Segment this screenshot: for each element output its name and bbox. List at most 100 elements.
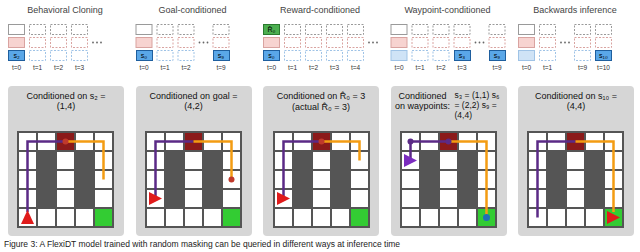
time-step-label: t=2	[429, 64, 454, 71]
panel-text: (actual R̂₀ = 3)	[292, 102, 350, 112]
query-panel: Conditioned on goal = (4,2)	[136, 86, 252, 236]
ellipsis-dot	[203, 42, 205, 44]
time-step-label: t=1	[153, 64, 178, 71]
token-label: s₉	[218, 52, 224, 59]
ellipsis-dot	[564, 42, 566, 44]
token-slot	[213, 25, 229, 35]
token-slot	[51, 38, 67, 48]
token-slot	[178, 38, 194, 48]
token-slot	[178, 25, 194, 35]
time-step-label: t=0	[387, 64, 412, 71]
token-slot	[596, 38, 612, 48]
ellipsis-dot	[568, 42, 570, 44]
time-step-label: t=2	[46, 64, 71, 71]
time-step-label: t=0	[132, 64, 157, 71]
panel-text: Conditioned on R̂₀ = 3	[277, 91, 366, 101]
column-title: Reward-conditioned	[257, 5, 383, 15]
ellipsis-dot	[368, 42, 370, 44]
token-slot	[575, 38, 591, 48]
time-step-label: t=2	[301, 64, 326, 71]
time-step-label: t=0	[514, 64, 539, 71]
ellipsis-dot	[199, 42, 201, 44]
token-slot	[9, 25, 25, 35]
token-slot	[157, 25, 173, 35]
token-slot	[412, 38, 428, 48]
query-panel: Conditioned on R̂₀ = 3(actual R̂₀ = 3)	[263, 86, 379, 236]
time-step-label: t=4	[343, 64, 368, 71]
token-box: R̂₀	[263, 24, 280, 35]
panel-text-group: Conditioned on goal = (4,2)	[140, 91, 248, 112]
time-step-label: t=3	[322, 64, 347, 71]
token-slot	[327, 25, 343, 35]
token-slot	[264, 38, 280, 48]
ellipsis-dot	[372, 42, 374, 44]
time-step-label: t=9	[485, 64, 510, 71]
token-slot	[433, 25, 449, 35]
token-slot	[72, 25, 88, 35]
token-slot	[213, 38, 229, 48]
column-title: Backwards inference	[512, 5, 638, 15]
token-slot	[285, 25, 301, 35]
token-slot	[51, 25, 67, 35]
gridworld	[274, 132, 369, 227]
ellipsis-dot	[479, 42, 481, 44]
token-slot	[596, 25, 612, 35]
token-box: s₉	[489, 50, 506, 61]
token-slot	[327, 51, 343, 61]
ellipsis-dot	[96, 42, 98, 44]
token-slot	[575, 51, 591, 61]
token-slot	[9, 38, 25, 48]
panel-text-group: Conditioned on waypoints:s₃ = (1,1) s₆ =…	[395, 91, 503, 120]
token-slot	[72, 51, 88, 61]
time-step-label: t=1	[535, 64, 560, 71]
token-slot	[51, 51, 67, 61]
token-label: s₉	[494, 52, 500, 59]
panel-text: Conditioned on goal = (4,2)	[148, 91, 240, 112]
token-label: s₂	[13, 52, 19, 59]
token-slot	[306, 51, 322, 61]
token-slot	[540, 25, 556, 35]
token-slot	[540, 51, 556, 61]
time-step-label: t=0	[259, 64, 284, 71]
token-slot	[433, 38, 449, 48]
time-step-label: t=2	[174, 64, 199, 71]
query-panel: Conditioned on s₂ = (1,4)	[8, 86, 124, 236]
token-slot	[136, 25, 152, 35]
token-slot	[285, 38, 301, 48]
time-step-label: t=1	[25, 64, 50, 71]
column-title: Behavioral Cloning	[2, 5, 128, 15]
time-step-label: t=10	[591, 64, 616, 71]
query-panel: Conditioned on s₁₀ = (4,4)	[518, 86, 634, 236]
token-slot	[157, 51, 173, 61]
token-box: s₁₀	[595, 50, 612, 61]
token-label: s₃	[459, 52, 465, 59]
token-slot	[489, 25, 505, 35]
token-slot	[519, 51, 535, 61]
token-box: s₀	[136, 50, 153, 61]
panel-text: Conditioned on waypoints:	[395, 91, 451, 112]
token-slot	[178, 51, 194, 61]
token-slot	[136, 38, 152, 48]
token-slot	[489, 38, 505, 48]
token-label: s₁₀	[599, 52, 608, 59]
gridworld	[528, 132, 623, 227]
token-box: s₀	[263, 50, 280, 61]
token-slot	[575, 25, 591, 35]
token-slot	[391, 51, 407, 61]
token-slot	[30, 38, 46, 48]
token-slot	[285, 51, 301, 61]
token-slot	[157, 38, 173, 48]
ellipsis-dot	[376, 42, 378, 44]
panel-text: s₃ = (1,1) s₆ = (2,2) s₉ = (4,4)	[455, 91, 503, 120]
token-slot	[519, 38, 535, 48]
panel-text-group: Conditioned on s₁₀ = (4,4)	[522, 91, 630, 112]
panel-text-group: Conditioned on R̂₀ = 3(actual R̂₀ = 3)	[267, 91, 375, 113]
token-slot	[412, 51, 428, 61]
ellipsis-dot	[92, 42, 94, 44]
token-slot	[30, 25, 46, 35]
token-slot	[454, 25, 470, 35]
ellipsis-dot	[483, 42, 485, 44]
token-slot	[391, 25, 407, 35]
token-slot	[540, 38, 556, 48]
